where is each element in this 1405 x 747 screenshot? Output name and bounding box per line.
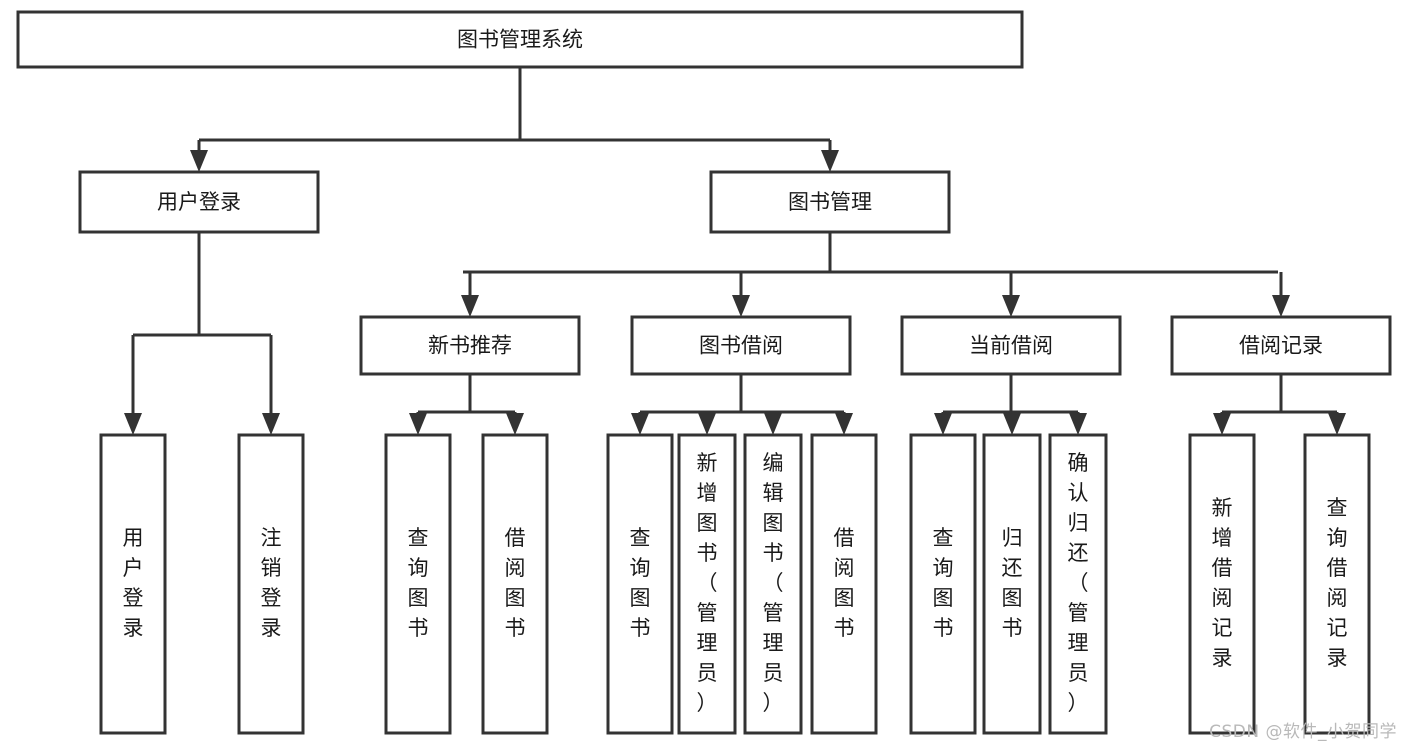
node-box-leaf-logout (237, 433, 305, 735)
arrowhead-leaf-confirm-return (1069, 413, 1087, 435)
arrowhead-leaf-query-record (1328, 413, 1346, 435)
node-box-leaf-query-book-3 (909, 433, 977, 735)
node-leaf-query-book-2[interactable]: 查询图书 (606, 433, 674, 735)
node-leaf-add-book[interactable]: 新增图书（管理员） (677, 433, 737, 735)
node-box-book-manage (709, 170, 951, 234)
node-box-leaf-add-record (1188, 433, 1256, 735)
node-label-new-book-rec: 新书推荐 (428, 334, 512, 358)
node-label-leaf-logout: 注销登录 (261, 526, 282, 640)
node-box-leaf-borrow-book-1 (481, 433, 549, 735)
arrowhead-leaf-query-book-2 (631, 413, 649, 435)
node-box-leaf-borrow-book-2 (810, 433, 878, 735)
node-label-leaf-query-book-3: 查询图书 (933, 526, 954, 640)
node-label-current-borrow: 当前借阅 (969, 334, 1053, 358)
arrowhead-leaf-query-book-3 (934, 413, 952, 435)
node-box-leaf-query-book-1 (384, 433, 452, 735)
node-book-manage[interactable]: 图书管理 (709, 170, 951, 234)
node-label-book-manage: 图书管理 (788, 190, 872, 214)
node-leaf-query-record[interactable]: 查询借阅记录 (1303, 433, 1371, 735)
arrowhead-leaf-user-login (124, 413, 142, 435)
node-label-leaf-query-record: 查询借阅记录 (1327, 496, 1348, 670)
node-user-login[interactable]: 用户登录 (78, 170, 320, 234)
node-label-book-borrow: 图书借阅 (699, 334, 783, 358)
node-box-leaf-edit-book (743, 433, 803, 735)
node-label-leaf-query-book-2: 查询图书 (630, 526, 651, 640)
arrowhead-leaf-add-book (698, 413, 716, 435)
node-label-leaf-return-book: 归还图书 (1002, 526, 1023, 640)
node-box-leaf-return-book (982, 433, 1042, 735)
arrowhead-user-login (190, 150, 208, 172)
arrowhead-book-manage (821, 150, 839, 172)
node-undefined[interactable]: 图书管理系统 (16, 10, 1024, 69)
node-box-leaf-query-book-2 (606, 433, 674, 735)
node-borrow-record[interactable]: 借阅记录 (1170, 315, 1392, 376)
node-box-user-login (78, 170, 320, 234)
node-leaf-query-book-1[interactable]: 查询图书 (384, 433, 452, 735)
node-label-borrow-record: 借阅记录 (1239, 334, 1323, 358)
node-box-new-book-rec (359, 315, 581, 376)
arrowhead-leaf-logout (262, 413, 280, 435)
node-label-leaf-confirm-return: 确认归还（管理员） (1068, 451, 1089, 715)
arrowhead-leaf-edit-book (764, 413, 782, 435)
node-box-leaf-user-login (99, 433, 167, 735)
node-box-undefined (16, 10, 1024, 69)
node-box-leaf-confirm-return (1048, 433, 1108, 735)
nodes-layer: 图书管理系统用户登录图书管理新书推荐图书借阅当前借阅借阅记录用户登录注销登录查询… (16, 10, 1392, 735)
arrowhead-leaf-add-record (1213, 413, 1231, 435)
node-current-borrow[interactable]: 当前借阅 (900, 315, 1122, 376)
arrowhead-leaf-borrow-book-1 (506, 413, 524, 435)
arrowhead-book-borrow (732, 295, 750, 317)
arrowhead-new-book-rec (461, 295, 479, 317)
node-leaf-return-book[interactable]: 归还图书 (982, 433, 1042, 735)
node-label-leaf-add-record: 新增借阅记录 (1212, 496, 1233, 670)
arrowhead-leaf-borrow-book-2 (835, 413, 853, 435)
node-leaf-query-book-3[interactable]: 查询图书 (909, 433, 977, 735)
node-label-leaf-borrow-book-2: 借阅图书 (834, 526, 855, 640)
node-label-user-login: 用户登录 (157, 190, 241, 214)
arrowhead-borrow-record (1272, 295, 1290, 317)
node-leaf-user-login[interactable]: 用户登录 (99, 433, 167, 735)
arrowhead-leaf-query-book-1 (409, 413, 427, 435)
node-leaf-borrow-book-2[interactable]: 借阅图书 (810, 433, 878, 735)
node-leaf-edit-book[interactable]: 编辑图书（管理员） (743, 433, 803, 735)
node-label-undefined: 图书管理系统 (457, 28, 583, 52)
node-box-leaf-query-record (1303, 433, 1371, 735)
node-box-current-borrow (900, 315, 1122, 376)
node-box-book-borrow (630, 315, 852, 376)
node-box-leaf-add-book (677, 433, 737, 735)
node-leaf-logout[interactable]: 注销登录 (237, 433, 305, 735)
connectors-layer (124, 67, 1346, 435)
node-book-borrow[interactable]: 图书借阅 (630, 315, 852, 376)
node-label-leaf-borrow-book-1: 借阅图书 (505, 526, 526, 640)
node-label-leaf-add-book: 新增图书（管理员） (697, 451, 718, 715)
node-box-borrow-record (1170, 315, 1392, 376)
arrowhead-leaf-return-book (1003, 413, 1021, 435)
node-leaf-confirm-return[interactable]: 确认归还（管理员） (1048, 433, 1108, 735)
node-leaf-borrow-book-1[interactable]: 借阅图书 (481, 433, 549, 735)
node-leaf-add-record[interactable]: 新增借阅记录 (1188, 433, 1256, 735)
node-label-leaf-user-login: 用户登录 (123, 526, 144, 640)
arrowhead-current-borrow (1002, 295, 1020, 317)
node-label-leaf-edit-book: 编辑图书（管理员） (763, 451, 784, 715)
node-label-leaf-query-book-1: 查询图书 (408, 526, 429, 640)
node-new-book-rec[interactable]: 新书推荐 (359, 315, 581, 376)
